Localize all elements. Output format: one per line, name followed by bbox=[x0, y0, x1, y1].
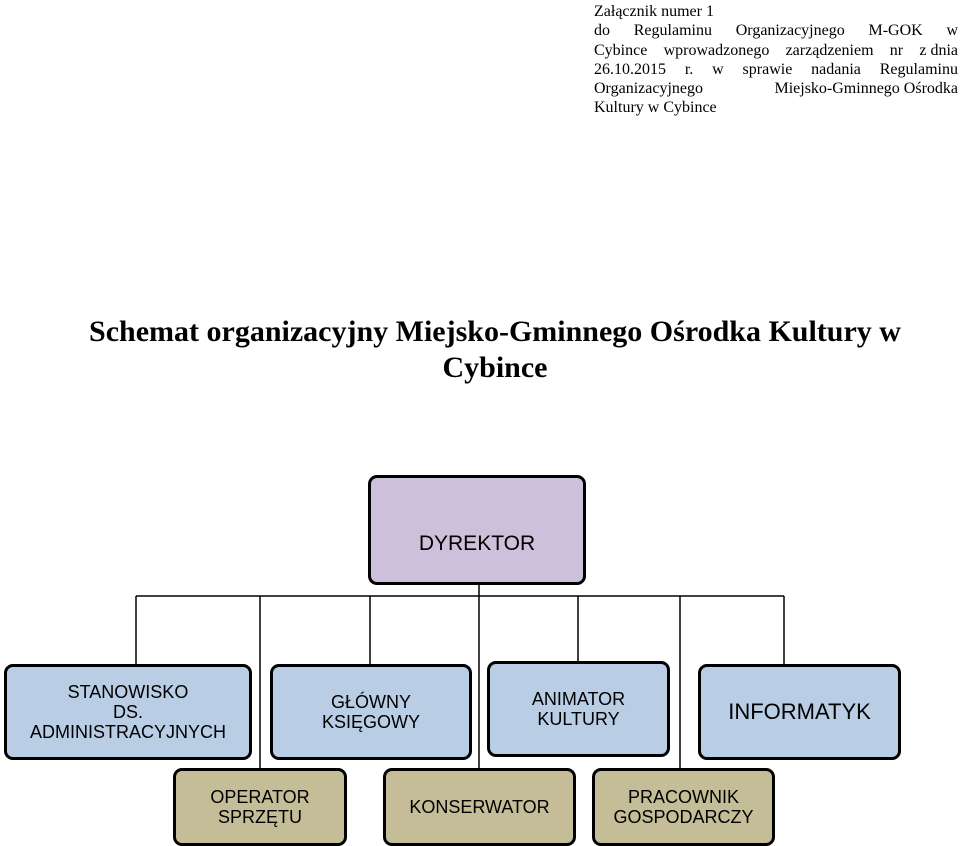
staff-box-administration: STANOWISKO DS. ADMINISTRACYJNYCH bbox=[4, 664, 252, 760]
director-box: DYREKTOR bbox=[368, 475, 586, 585]
label-line: STANOWISKO bbox=[67, 681, 189, 702]
attachment-note-word: 26.10.2015 bbox=[594, 60, 666, 78]
support-box-equipment-operator: OPERATOR SPRZĘTU bbox=[173, 768, 347, 846]
attachment-note-word: w bbox=[946, 22, 958, 40]
label-line: ADMINISTRACYJNYCH bbox=[29, 722, 226, 743]
label-line: SPRZĘTU bbox=[217, 807, 302, 827]
attachment-note-line: Załącznik numer 1 bbox=[594, 3, 714, 20]
attachment-note-word: z dnia bbox=[919, 41, 958, 59]
attachment-note-word: nadania bbox=[811, 60, 861, 78]
attachment-note-line: Cybince wprowadzonego zarządzeniem nr z … bbox=[594, 41, 958, 60]
attachment-note-word: Organizacyjnego bbox=[594, 80, 703, 98]
attachment-note-word: Organizacyjnego bbox=[735, 22, 845, 40]
label-line: KSIĘGOWY bbox=[321, 712, 420, 732]
attachment-note-line: 26.10.2015 r. w sprawie nadania Regulami… bbox=[594, 60, 958, 79]
support-box-label: KONSERWATOR bbox=[409, 797, 549, 817]
attachment-note: Załącznik numer 1 do Regulaminu Organiza… bbox=[594, 2, 958, 118]
attachment-note-word: do bbox=[594, 22, 610, 40]
attachment-note-word: wprowadzonego bbox=[663, 41, 770, 59]
attachment-note-word: Regulaminu bbox=[633, 22, 712, 40]
page-title: Schemat organizacyjny Miejsko-Gminnego O… bbox=[40, 314, 950, 386]
attachment-note-line: do Regulaminu Organizacyjnego M-GOK w bbox=[594, 21, 958, 40]
support-box-handyman: PRACOWNIK GOSPODARCZY bbox=[592, 768, 775, 846]
support-box-label: PRACOWNIK GOSPODARCZY bbox=[613, 787, 753, 827]
attachment-note-word: Regulaminu bbox=[879, 60, 958, 78]
attachment-note-word: sprawie bbox=[742, 60, 793, 78]
attachment-note-word: zarządzeniem bbox=[785, 41, 874, 59]
attachment-note-word: Miejsko-Gminnego Ośrodka bbox=[774, 80, 958, 98]
director-label: DYREKTOR bbox=[418, 532, 536, 556]
attachment-note-word: M-GOK bbox=[868, 22, 923, 40]
label-line: PRACOWNIK bbox=[627, 786, 739, 807]
page-title-line: Cybince bbox=[442, 351, 548, 384]
attachment-note-word: w bbox=[712, 60, 724, 78]
attachment-note-word: Cybince bbox=[594, 41, 648, 59]
staff-box-culture-animator: ANIMATOR KULTURY bbox=[487, 661, 670, 757]
label-line: GOSPODARCZY bbox=[613, 807, 754, 827]
staff-box-chief-accountant: GŁÓWNY KSIĘGOWY bbox=[270, 664, 472, 760]
attachment-note-word: r. bbox=[684, 60, 694, 78]
attachment-note-line: Kultury w Cybince bbox=[594, 99, 717, 117]
staff-box-label: STANOWISKO DS. ADMINISTRACYJNYCH bbox=[30, 682, 226, 742]
label-line: KULTURY bbox=[537, 709, 620, 729]
attachment-note-line: Organizacyjnego Miejsko-Gminnego Ośrodka bbox=[594, 79, 958, 98]
support-box-label: OPERATOR SPRZĘTU bbox=[210, 787, 309, 827]
staff-box-label: GŁÓWNY KSIĘGOWY bbox=[322, 692, 420, 732]
attachment-note-word: nr bbox=[889, 41, 904, 59]
staff-box-label: INFORMATYK bbox=[728, 698, 871, 725]
label-line: KONSERWATOR bbox=[409, 796, 550, 817]
page-title-line: Schemat organizacyjny Miejsko-Gminnego O… bbox=[89, 315, 901, 348]
label-line: GŁÓWNY bbox=[330, 691, 411, 712]
staff-box-label: ANIMATOR KULTURY bbox=[532, 689, 625, 729]
label-line: OPERATOR bbox=[210, 786, 310, 807]
label-line: INFORMATYK bbox=[728, 698, 871, 724]
staff-box-it-specialist: INFORMATYK bbox=[698, 664, 901, 760]
support-box-maintenance: KONSERWATOR bbox=[383, 768, 576, 846]
label-line: DS. bbox=[112, 701, 143, 722]
label-line: ANIMATOR bbox=[531, 688, 626, 709]
